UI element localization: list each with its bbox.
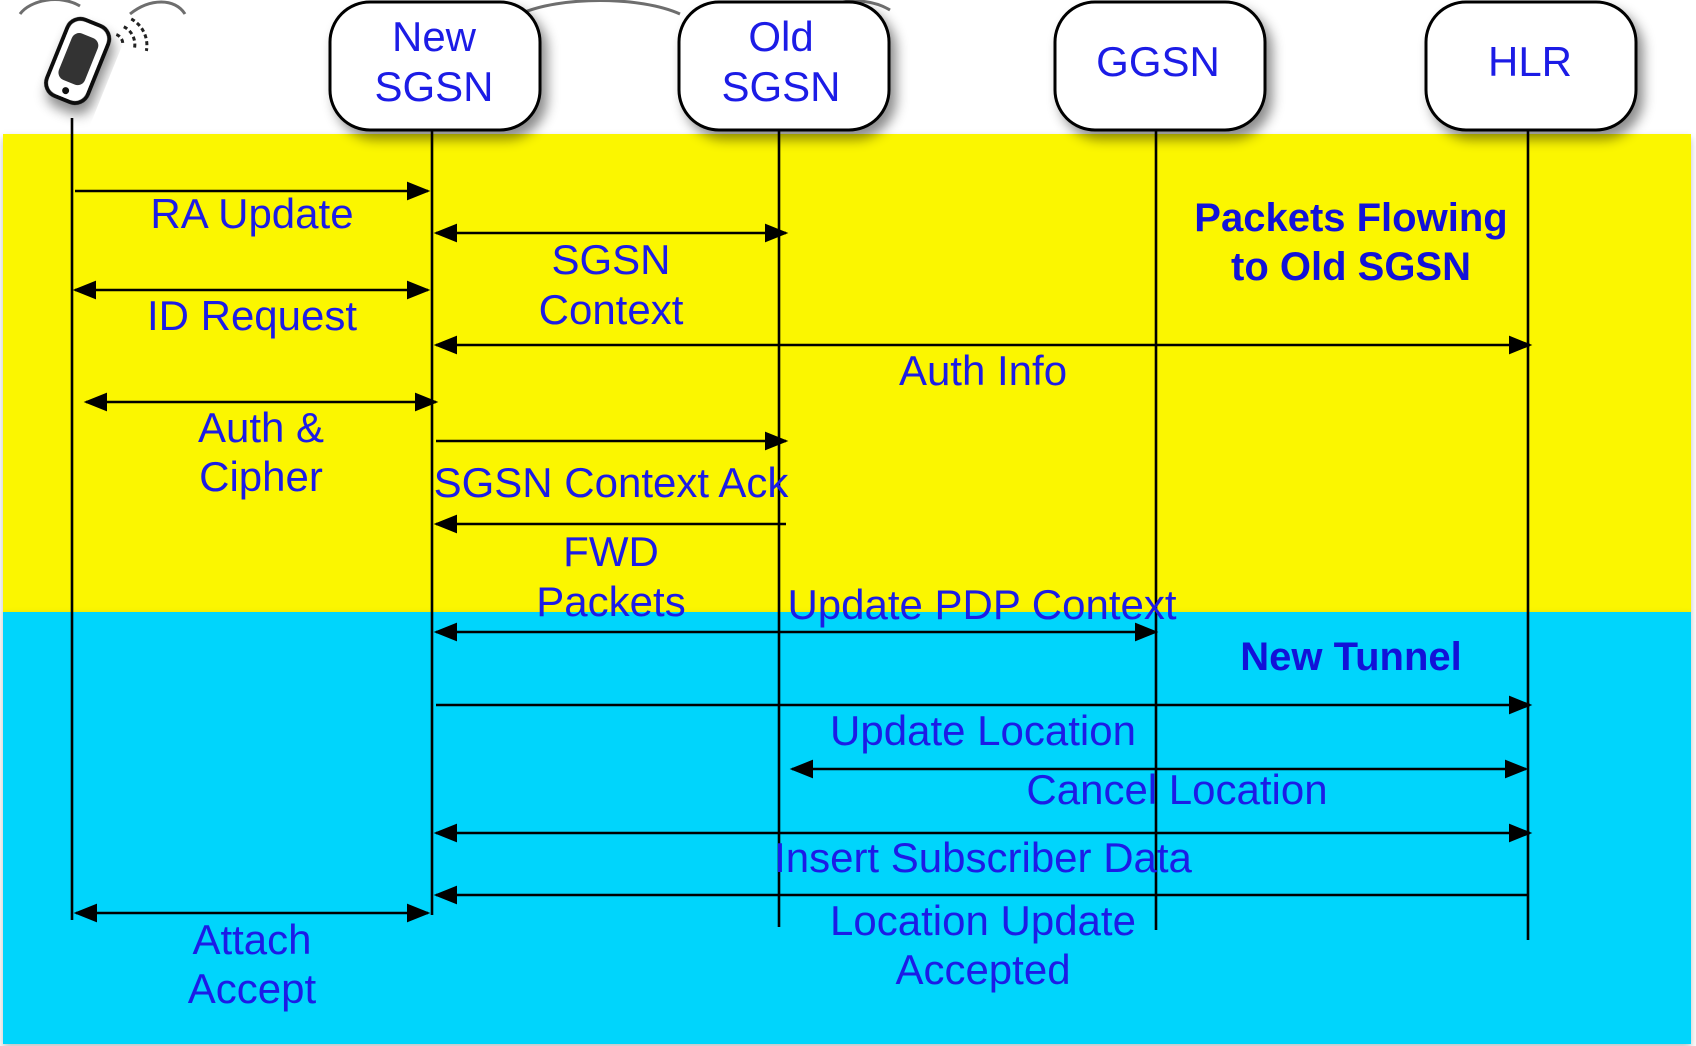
message-label: Attach — [192, 916, 311, 963]
message-label: Accepted — [895, 946, 1070, 993]
participant-label: Old — [748, 13, 813, 60]
message-label: Auth Info — [899, 347, 1067, 394]
message-label: Accept — [188, 965, 317, 1012]
note-label: New Tunnel — [1240, 635, 1461, 679]
participant-label: GGSN — [1096, 38, 1220, 85]
note-packets-flowing: Packets Flowing to Old SGSN — [1194, 196, 1507, 289]
message-label: SGSN Context Ack — [434, 459, 790, 506]
message-label: Cancel Location — [1026, 766, 1327, 813]
message-update-location: Update Location — [436, 695, 1533, 754]
message-ra-update: RA Update — [75, 181, 431, 237]
note-new-tunnel: New Tunnel — [1240, 635, 1461, 679]
message-label: ID Request — [147, 292, 357, 339]
message-label: Context — [539, 286, 684, 333]
message-label: SGSN — [551, 236, 670, 283]
note-label: to Old SGSN — [1231, 245, 1471, 289]
mobile-phone-icon — [44, 16, 149, 105]
participant-label: HLR — [1488, 38, 1572, 85]
message-label: Location Update — [830, 897, 1136, 944]
participant-label: SGSN — [374, 63, 493, 110]
message-label: Update PDP Context — [787, 581, 1176, 628]
message-insert-subscriber-data: Insert Subscriber Data — [433, 823, 1533, 881]
message-label: Insert Subscriber Data — [774, 834, 1192, 881]
participant-ggsn: GGSN — [1053, 0, 1267, 132]
participant-old-sgsn: Old SGSN — [677, 0, 891, 132]
message-label: Cipher — [199, 453, 323, 500]
message-attach-accept: Attach Accept — [73, 903, 431, 1012]
message-sgsn-context: SGSN Context — [433, 223, 789, 333]
message-id-request: ID Request — [72, 280, 431, 339]
message-label: RA Update — [150, 190, 353, 237]
participant-label: New — [392, 13, 477, 60]
note-label: Packets Flowing — [1194, 196, 1507, 240]
band-packets-old-sgsn — [3, 134, 1691, 612]
message-fwd-packets: FWD Packets — [433, 514, 786, 625]
participant-label: SGSN — [721, 63, 840, 110]
message-auth-info: Auth Info — [433, 335, 1533, 394]
message-label: FWD — [563, 528, 659, 575]
message-update-pdp-context: Update PDP Context — [433, 581, 1177, 642]
message-sgsn-context-ack: SGSN Context Ack — [434, 431, 790, 506]
participant-new-sgsn: New SGSN — [328, 0, 542, 132]
message-auth-cipher: Auth & Cipher — [83, 392, 439, 500]
message-label: Auth & — [198, 404, 324, 451]
message-cancel-location: Cancel Location — [789, 759, 1529, 813]
message-location-update-accepted: Location Update Accepted — [433, 885, 1528, 993]
message-label: Packets — [536, 578, 685, 625]
participant-hlr: HLR — [1424, 0, 1638, 132]
message-label: Update Location — [830, 707, 1136, 754]
